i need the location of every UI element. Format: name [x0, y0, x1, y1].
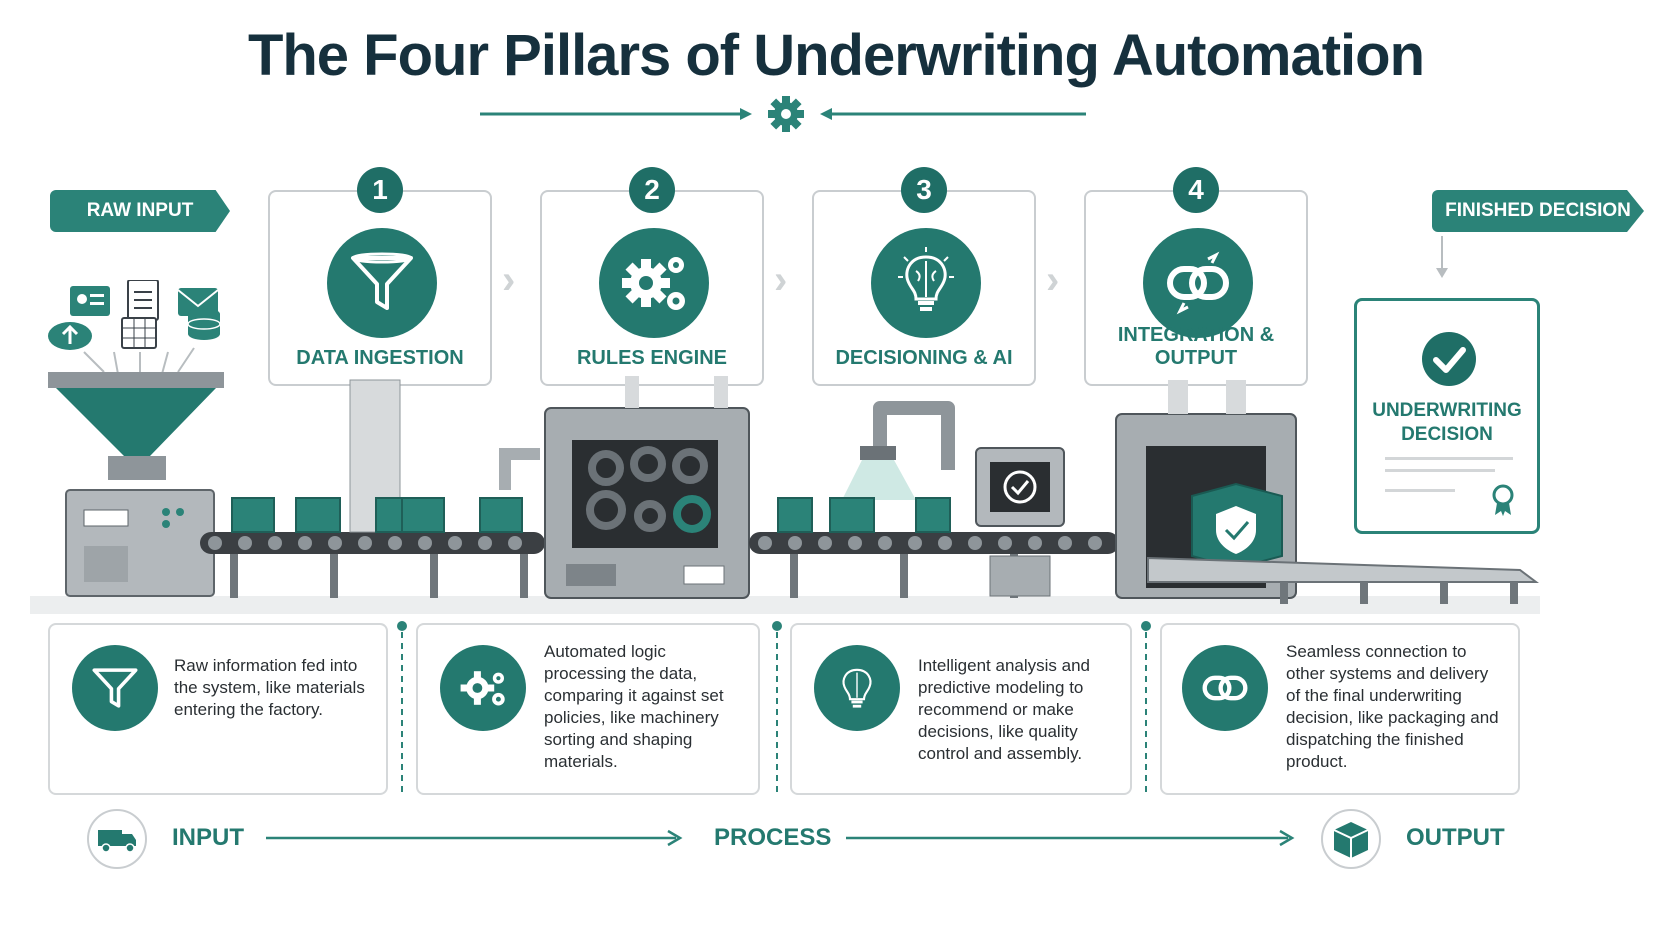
pillar-card-data-ingestion: DATA INGESTION	[268, 190, 492, 386]
delivery-truck-icon	[87, 809, 147, 869]
finished-decision-tag: FINISHED DECISION	[1432, 190, 1644, 232]
document-icon	[127, 280, 159, 321]
footer-process-label: PROCESS	[714, 824, 832, 851]
spreadsheet-icon	[121, 317, 157, 349]
description-text: Intelligent analysis and predictive mode…	[918, 656, 1091, 763]
pillar-label: DECISIONING & AI	[835, 347, 1013, 369]
chevron-right-icon: ›	[774, 258, 788, 302]
package-box-icon	[1321, 809, 1381, 869]
footer-output-label: OUTPUT	[1406, 824, 1505, 851]
document-lines-and-seal	[1385, 457, 1514, 516]
gears-icon	[599, 228, 709, 338]
factory-conveyor-scene	[30, 372, 1540, 614]
footer-input-label: INPUT	[172, 824, 244, 851]
link-icon	[1143, 228, 1253, 338]
brain-bulb-icon	[814, 645, 900, 731]
pillar-number-badge: 1	[357, 167, 403, 213]
dashed-connector	[1141, 621, 1151, 792]
description-card-rules-engine: Automated logic processing the data, com…	[416, 623, 760, 795]
checkmark-icon	[1422, 332, 1476, 386]
pillar-card-rules-engine: RULES ENGINE	[540, 190, 764, 386]
dashed-connector	[772, 621, 782, 792]
flow-arrow	[266, 829, 683, 847]
description-text: Raw information fed into the system, lik…	[174, 656, 365, 719]
description-card-decisioning-ai: Intelligent analysis and predictive mode…	[790, 623, 1132, 795]
pillar-number-badge: 2	[629, 167, 675, 213]
flow-arrow	[846, 829, 1295, 847]
underwriting-decision-card: UNDERWRITING DECISION	[1354, 298, 1540, 534]
gears-icon	[440, 645, 526, 731]
pillar-card-integration-output: INTEGRATION & OUTPUT	[1084, 190, 1308, 386]
raw-input-documents	[48, 280, 221, 376]
raw-input-tag: RAW INPUT	[50, 190, 230, 232]
description-card-data-ingestion: Raw information fed into the system, lik…	[48, 623, 388, 795]
pillar-number-badge: 3	[901, 167, 947, 213]
cloud-upload-icon	[48, 322, 92, 350]
arrow-down-icon	[1436, 236, 1448, 278]
award-seal-icon	[1492, 484, 1514, 516]
pillar-label: DATA INGESTION	[296, 347, 464, 369]
dashed-connector	[397, 621, 407, 792]
description-text: Seamless connection to other systems and…	[1286, 642, 1499, 771]
description-card-integration-output: Seamless connection to other systems and…	[1160, 623, 1520, 795]
pillar-card-decisioning-ai: DECISIONING & AI	[812, 190, 1036, 386]
chevron-right-icon: ›	[502, 258, 516, 302]
pillar-number-badge: 4	[1173, 167, 1219, 213]
brain-bulb-icon	[871, 228, 981, 338]
decision-label: UNDERWRITING DECISION	[1372, 400, 1522, 445]
chevron-right-icon: ›	[1046, 258, 1060, 302]
page-title: The Four Pillars of Underwriting Automat…	[247, 23, 1425, 88]
link-icon	[1182, 645, 1268, 731]
shield-box-icon	[1191, 482, 1283, 570]
database-icon	[187, 308, 221, 340]
pillar-label: INTEGRATION & OUTPUT	[1117, 324, 1275, 369]
id-card-icon	[70, 286, 110, 316]
funnel-icon	[72, 645, 158, 731]
description-text: Automated logic processing the data, com…	[544, 642, 724, 771]
gear-icon	[768, 96, 804, 132]
pillar-label: RULES ENGINE	[576, 347, 728, 369]
funnel-icon	[327, 228, 437, 338]
title-divider	[480, 96, 1086, 132]
